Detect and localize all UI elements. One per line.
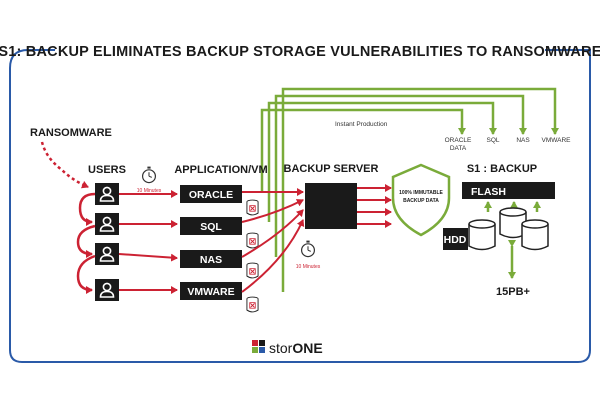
backup-server-box [305, 183, 357, 229]
s1-flash-arrows [484, 201, 541, 212]
disk-cylinders [468, 207, 549, 251]
storone-logo: storONE [252, 340, 323, 356]
page-title: S1: BACKUP ELIMINATES BACKUP STORAGE VUL… [0, 44, 600, 60]
instant-production-label: Instant Production [335, 121, 388, 128]
app-to-server-arrows [241, 188, 305, 293]
s1-backup-label: S1 : BACKUP [467, 163, 537, 175]
output-oracle-data: DATA [450, 145, 467, 152]
brand-suffix: ONE [292, 340, 322, 356]
backup-timer-label: 10 Minutes [296, 264, 321, 270]
shield-icon [391, 163, 451, 237]
title-backdrop [55, 40, 545, 62]
backup-server-label: BACKUP SERVER [284, 163, 379, 175]
output-vmware: VMWARE [541, 137, 571, 144]
output-nas: NAS [516, 137, 530, 144]
brand-name: storONE [269, 340, 323, 356]
stopwatch-icon [300, 240, 316, 258]
users-label: USERS [88, 164, 126, 176]
flash-bar [462, 182, 555, 199]
app-databases [246, 199, 259, 313]
app-box-nas [180, 250, 242, 268]
server-to-immutable-arrows [357, 184, 392, 228]
app-label-vmware: VMWARE [187, 286, 234, 298]
capacity-label: 15PB+ [496, 286, 530, 298]
output-sql: SQL [486, 137, 499, 144]
hdd-box [443, 228, 468, 250]
flash-label: FLASH [471, 186, 506, 198]
app-box-oracle [180, 185, 242, 203]
database-icon [246, 199, 259, 216]
app-box-sql [180, 217, 242, 235]
outer-frame [9, 49, 591, 363]
stopwatch-icon [141, 166, 157, 184]
app-label-oracle: ORACLE [189, 189, 233, 201]
user-icons [95, 183, 119, 301]
ransomware-attack-arrow [40, 141, 89, 189]
instant-production-lines [260, 87, 559, 292]
app-boxes: ORACLE SQL NAS VMWARE [180, 185, 242, 300]
app-box-vmware [180, 282, 242, 300]
user-to-app-arrows [118, 190, 178, 294]
database-icon [246, 232, 259, 249]
ransomware-label: RANSOMWARE [30, 127, 112, 139]
database-icon [246, 296, 259, 313]
output-oracle: ORACLE [445, 137, 472, 144]
database-icon [246, 262, 259, 279]
application-vm-label: APPLICATION/VM [174, 164, 267, 176]
storone-logo-icon [252, 340, 265, 353]
brand-prefix: stor [269, 340, 293, 356]
app-label-sql: SQL [200, 221, 222, 233]
app-label-nas: NAS [200, 254, 222, 266]
user-loop-arrows [76, 192, 96, 294]
hdd-label: HDD [444, 234, 467, 246]
users-timer-label: 10 Minutes [137, 188, 162, 194]
